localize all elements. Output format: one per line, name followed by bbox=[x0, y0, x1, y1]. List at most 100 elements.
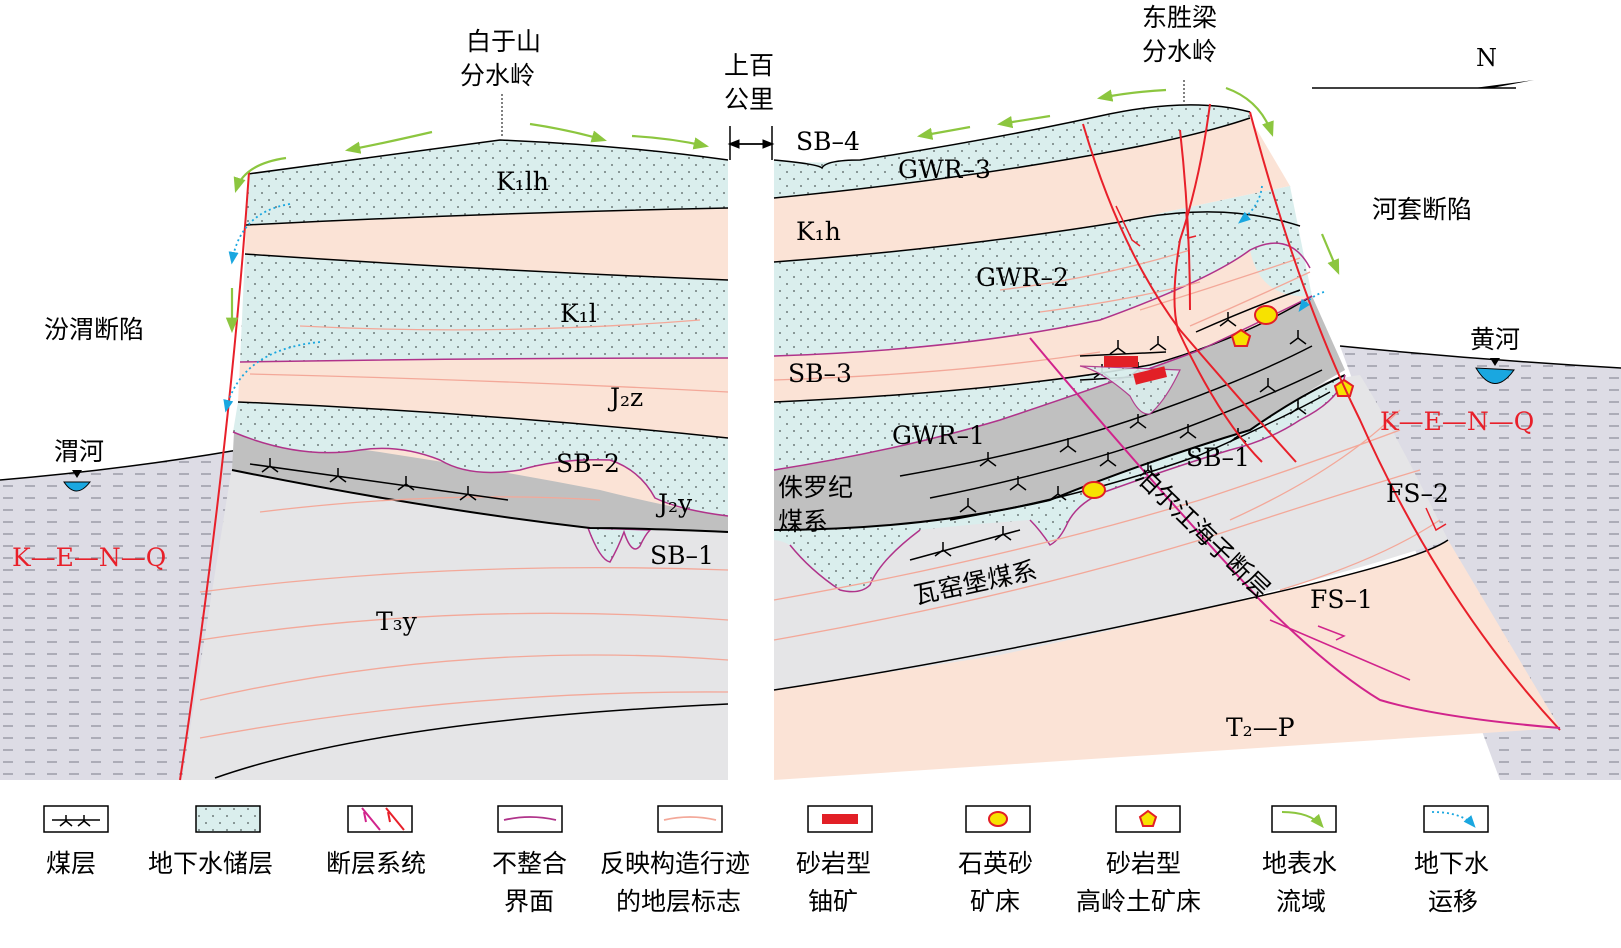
gap-distance-marker bbox=[727, 126, 775, 160]
legend-marker-label-2: 的地层标志 bbox=[616, 887, 741, 916]
legend-unconformity-label-2: 界面 bbox=[504, 887, 554, 916]
jurassic-label-1: 侏罗纪 bbox=[778, 473, 853, 502]
legend-unconformity bbox=[497, 805, 563, 833]
left-marker-lines bbox=[199, 319, 729, 739]
text-labels: 白于山 分水岭 东胜梁 分水岭 上百 公里 汾渭断陷 渭河 河套断陷 黄河 K₁… bbox=[12, 3, 1534, 742]
k1l-aquifer bbox=[240, 254, 728, 362]
sb1-right-aquifer bbox=[774, 375, 1345, 592]
quartz-sand-ore bbox=[1082, 481, 1106, 499]
left-block bbox=[0, 139, 729, 781]
fenwei-basin-fill bbox=[0, 450, 238, 780]
unit-sb1-left: SB–1 bbox=[650, 541, 714, 570]
legend-quartz-label-1: 石英砂 bbox=[958, 849, 1033, 878]
unit-gwr1: GWR–1 bbox=[892, 421, 985, 450]
stratum-k1lh: K₁lh bbox=[496, 167, 549, 196]
weihe-river bbox=[63, 481, 92, 492]
stratum-kenq-right: K—E—N—Q bbox=[1380, 407, 1534, 436]
legend-surface-label-1: 地表水 bbox=[1262, 849, 1337, 878]
j2z-band bbox=[238, 358, 728, 438]
legend-groundwater bbox=[1423, 805, 1489, 833]
k1h-band bbox=[774, 118, 1290, 262]
fenwei-surface bbox=[0, 449, 239, 481]
weihe-label: 渭河 bbox=[54, 437, 104, 466]
hetao-label: 河套断陷 bbox=[1372, 195, 1472, 224]
stratum-t3y: T₃y bbox=[376, 607, 418, 636]
stratum-j2z: J₂z bbox=[607, 383, 643, 412]
legend-fault-label: 断层系统 bbox=[326, 849, 426, 878]
surface-water-arrows bbox=[225, 86, 1340, 334]
j2y-coal-layer bbox=[232, 432, 728, 532]
gwr1-aquifer bbox=[774, 296, 1312, 470]
legend-aquifer-label: 地下水储层 bbox=[148, 849, 273, 878]
baiyu-label-2: 分水岭 bbox=[460, 61, 535, 90]
groundwater-arrows bbox=[223, 185, 1325, 413]
stratum-k1h: K₁h bbox=[796, 217, 841, 246]
legend-unconformity-label-1: 不整合 bbox=[492, 849, 567, 878]
k1lh-pink-band bbox=[245, 208, 728, 280]
gap-label-1: 上百 bbox=[724, 51, 774, 80]
k1lh-aquifer bbox=[246, 140, 728, 225]
huanghe-river bbox=[1475, 367, 1515, 384]
t2p-body bbox=[774, 540, 1560, 780]
huanghe-marker bbox=[1490, 358, 1500, 366]
unit-sb3: SB–3 bbox=[788, 359, 852, 388]
hetao-basin-fill bbox=[1340, 346, 1621, 780]
sb3-band bbox=[774, 250, 1312, 402]
legend-kaolin-label-2: 高岭土矿床 bbox=[1076, 887, 1201, 916]
unit-gwr2: GWR–2 bbox=[976, 263, 1069, 292]
stratum-kenq-left: K—E—N—Q bbox=[12, 543, 166, 572]
stratum-j2y: J₂y bbox=[655, 489, 693, 518]
weihe-marker bbox=[72, 470, 82, 478]
north-arrow: N bbox=[1312, 44, 1534, 89]
legend-surface-water bbox=[1271, 805, 1337, 833]
unit-sb1-right: SB–1 bbox=[1186, 443, 1250, 472]
legend-aquifer bbox=[195, 805, 261, 833]
legend-coal-label: 煤层 bbox=[46, 849, 96, 878]
legend-marker bbox=[657, 805, 723, 833]
fault-system bbox=[1029, 103, 1561, 731]
gap-label-2: 公里 bbox=[724, 85, 774, 114]
gwr3-aquifer bbox=[774, 104, 1250, 198]
unit-sb4: SB–4 bbox=[796, 127, 860, 156]
kaolin-ore bbox=[1230, 328, 1252, 347]
legend-uranium-label-1: 砂岩型 bbox=[796, 849, 871, 878]
legend-uranium-label-2: 铀矿 bbox=[808, 887, 858, 916]
sb1-left-pocket bbox=[586, 527, 652, 563]
legend-quartz bbox=[965, 805, 1031, 833]
legend-fault bbox=[347, 805, 413, 833]
jurassic-label-2: 煤系 bbox=[778, 507, 828, 536]
legend-kaolin-label-1: 砂岩型 bbox=[1106, 849, 1181, 878]
legend: 煤层 地下水储层 断层系统 不整合 界面 反映构造行迹 的地层标志 砂岩型 铀矿… bbox=[43, 805, 1489, 916]
section-gap bbox=[728, 150, 774, 782]
uranium-ore bbox=[1104, 356, 1138, 367]
legend-quartz-label-2: 矿床 bbox=[970, 887, 1020, 916]
fenwei-fault bbox=[179, 171, 250, 781]
dongsheng-label-1: 东胜梁 bbox=[1142, 3, 1217, 32]
quartz-sand-ore bbox=[1254, 305, 1278, 325]
legend-coal bbox=[43, 805, 109, 833]
legend-marker-label-1: 反映构造行迹 bbox=[600, 849, 750, 878]
sb2-aquifer bbox=[233, 402, 728, 516]
right-gray-layer bbox=[774, 375, 1448, 690]
dongsheng-label-2: 分水岭 bbox=[1142, 37, 1217, 66]
legend-kaolin bbox=[1115, 805, 1181, 833]
t3y-body bbox=[182, 460, 728, 780]
unit-gwr3: GWR–3 bbox=[898, 155, 991, 184]
left-coal-seam bbox=[249, 458, 509, 501]
baiyu-label-1: 白于山 bbox=[466, 27, 541, 56]
stratum-k1l: K₁l bbox=[560, 299, 597, 328]
uranium-ore bbox=[1133, 366, 1167, 385]
fenwei-label: 汾渭断陷 bbox=[44, 315, 144, 344]
legend-ground-label-1: 地下水 bbox=[1414, 849, 1489, 878]
unit-fs1: FS–1 bbox=[1310, 585, 1373, 614]
north-label: N bbox=[1476, 44, 1497, 72]
gwr2-aquifer bbox=[774, 186, 1312, 356]
right-marker-lines bbox=[773, 249, 1441, 641]
right-block bbox=[773, 80, 1621, 780]
unit-fs2: FS–2 bbox=[1386, 479, 1449, 508]
stratum-t2p: T₂—P bbox=[1226, 713, 1295, 742]
huanghe-label: 黄河 bbox=[1470, 325, 1520, 354]
legend-uranium bbox=[807, 805, 873, 833]
legend-ground-label-2: 运移 bbox=[1428, 887, 1478, 916]
